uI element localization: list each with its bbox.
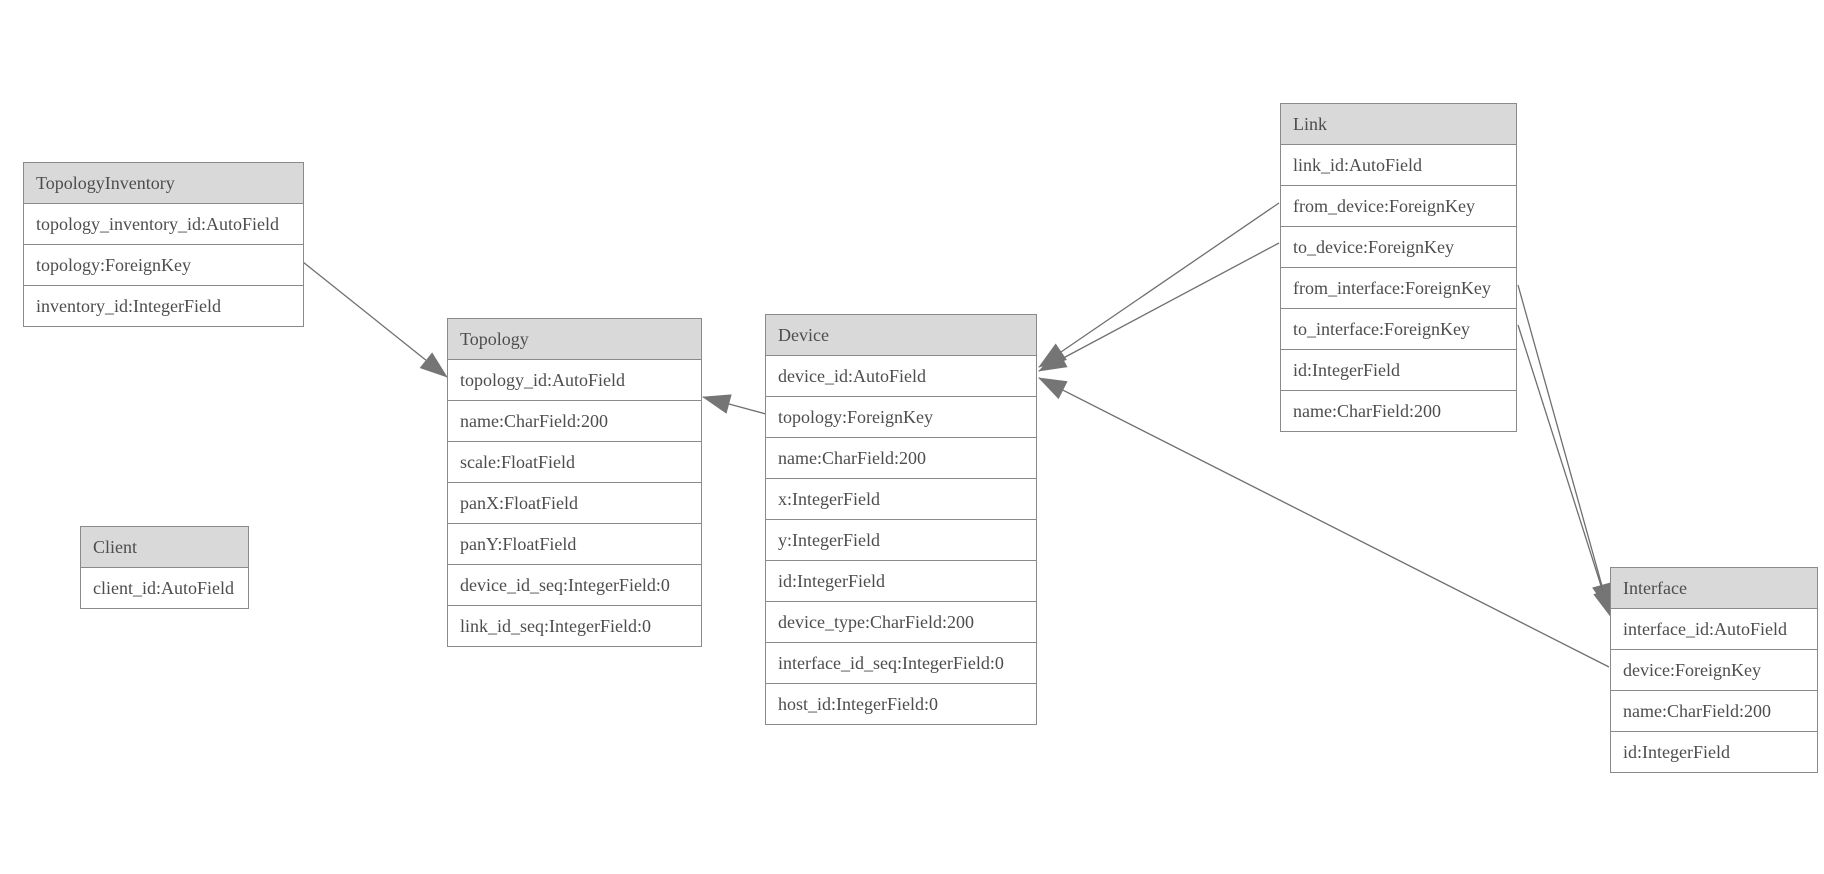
field-row: topology_inventory_id:AutoField <box>24 204 303 245</box>
field-row: id:IntegerField <box>766 561 1036 602</box>
field-row: topology_id:AutoField <box>448 360 701 401</box>
field-row: id:IntegerField <box>1281 350 1516 391</box>
entity-topology: Topology topology_id:AutoField name:Char… <box>447 318 702 647</box>
field-row: link_id:AutoField <box>1281 145 1516 186</box>
field-row: device_type:CharField:200 <box>766 602 1036 643</box>
field-row: name:CharField:200 <box>448 401 701 442</box>
field-row: topology:ForeignKey <box>766 397 1036 438</box>
field-row: topology:ForeignKey <box>24 245 303 286</box>
entity-title: TopologyInventory <box>24 163 303 204</box>
entity-title: Device <box>766 315 1036 356</box>
field-row: scale:FloatField <box>448 442 701 483</box>
field-row: client_id:AutoField <box>81 568 248 608</box>
field-row: link_id_seq:IntegerField:0 <box>448 606 701 646</box>
field-row: x:IntegerField <box>766 479 1036 520</box>
field-row: device_id:AutoField <box>766 356 1036 397</box>
entity-client: Client client_id:AutoField <box>80 526 249 609</box>
field-row: inventory_id:IntegerField <box>24 286 303 326</box>
entity-link: Link link_id:AutoField from_device:Forei… <box>1280 103 1517 432</box>
field-row: from_interface:ForeignKey <box>1281 268 1516 309</box>
edge-link-from-device <box>1038 202 1280 368</box>
edge-link-to-interface <box>1517 324 1613 618</box>
edge-link-from-interface <box>1517 284 1612 612</box>
field-row: name:CharField:200 <box>1281 391 1516 431</box>
field-row: device_id_seq:IntegerField:0 <box>448 565 701 606</box>
entity-title: Interface <box>1611 568 1817 609</box>
field-row: interface_id:AutoField <box>1611 609 1817 650</box>
edge-link-to-device <box>1038 242 1280 372</box>
field-row: host_id:IntegerField:0 <box>766 684 1036 724</box>
field-row: y:IntegerField <box>766 520 1036 561</box>
field-row: id:IntegerField <box>1611 732 1817 772</box>
entity-title: Link <box>1281 104 1516 145</box>
entity-title: Client <box>81 527 248 568</box>
field-row: interface_id_seq:IntegerField:0 <box>766 643 1036 684</box>
field-row: name:CharField:200 <box>1611 691 1817 732</box>
entity-device: Device device_id:AutoField topology:Fore… <box>765 314 1037 725</box>
edge-device-topology <box>702 394 767 415</box>
field-row: panX:FloatField <box>448 483 701 524</box>
field-row: name:CharField:200 <box>766 438 1036 479</box>
field-row: device:ForeignKey <box>1611 650 1817 691</box>
field-row: panY:FloatField <box>448 524 701 565</box>
field-row: to_device:ForeignKey <box>1281 227 1516 268</box>
entity-interface: Interface interface_id:AutoField device:… <box>1610 567 1818 773</box>
entity-title: Topology <box>448 319 701 360</box>
edge-topologyinventory-topology <box>302 261 448 378</box>
entity-topology-inventory: TopologyInventory topology_inventory_id:… <box>23 162 304 327</box>
field-row: to_interface:ForeignKey <box>1281 309 1516 350</box>
field-row: from_device:ForeignKey <box>1281 186 1516 227</box>
